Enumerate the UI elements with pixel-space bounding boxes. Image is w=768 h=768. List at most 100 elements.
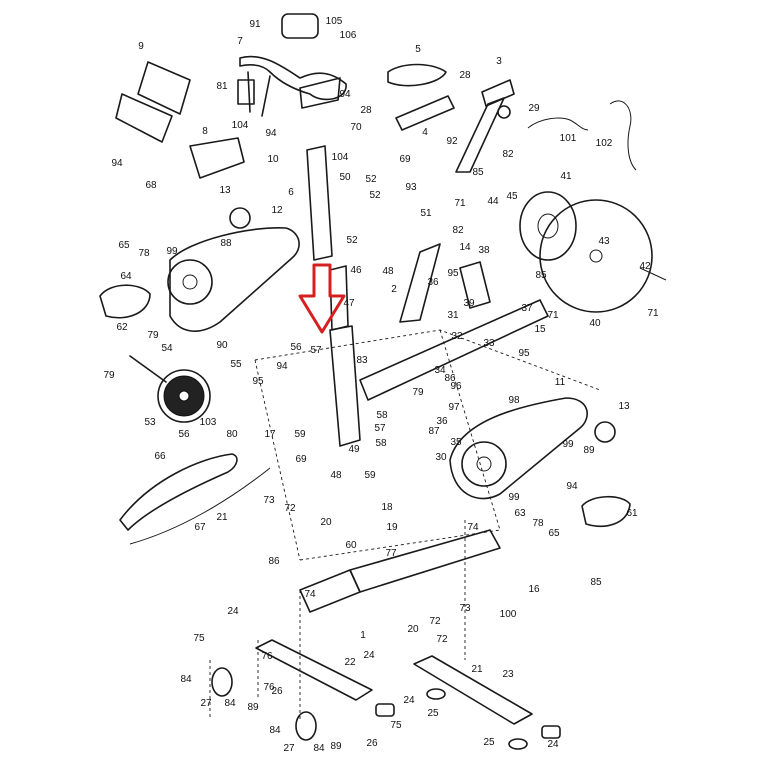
part-label-74: 74 [467, 522, 479, 533]
part-label-94: 94 [566, 481, 578, 492]
part-label-26: 26 [366, 738, 378, 749]
part-label-25: 25 [427, 708, 439, 719]
part-label-56: 56 [290, 342, 302, 353]
part-label-89: 89 [330, 741, 342, 752]
part-label-57: 57 [310, 345, 322, 356]
part-label-75: 75 [193, 633, 205, 644]
part-label-77: 77 [385, 548, 397, 559]
part-label-36: 36 [427, 277, 439, 288]
part-label-35: 35 [450, 437, 462, 448]
part-label-86: 86 [268, 556, 280, 567]
part-label-68: 68 [145, 180, 157, 191]
part-label-95: 95 [252, 376, 264, 387]
part-label-72: 72 [436, 634, 448, 645]
part-label-83: 83 [356, 355, 368, 366]
part-label-6: 6 [288, 187, 294, 198]
part-label-75: 75 [390, 720, 402, 731]
part-label-22: 22 [344, 657, 356, 668]
part-label-4: 4 [422, 127, 428, 138]
handlebar-assembly [237, 13, 347, 117]
cables [527, 100, 637, 171]
part-label-36: 36 [436, 416, 448, 427]
left-shroud [167, 207, 300, 332]
part-label-7: 7 [237, 36, 243, 47]
part-label-37: 37 [521, 303, 533, 314]
part-label-50: 50 [339, 172, 351, 183]
part-label-88: 88 [220, 238, 232, 249]
part-label-89: 89 [583, 445, 595, 456]
part-label-3: 3 [496, 56, 502, 67]
part-label-84: 84 [180, 674, 192, 685]
part-label-76: 76 [261, 651, 273, 662]
part-label-10: 10 [267, 154, 279, 165]
part-label-49: 49 [348, 444, 360, 455]
drive-pulley [129, 355, 211, 423]
part-label-78: 78 [532, 518, 544, 529]
part-label-42: 42 [639, 261, 651, 272]
part-label-80: 80 [226, 429, 238, 440]
part-label-78: 78 [138, 248, 150, 259]
part-label-20: 20 [407, 624, 419, 635]
part-label-27: 27 [283, 743, 295, 754]
part-label-48: 48 [330, 470, 342, 481]
part-label-95: 95 [447, 268, 459, 279]
right-shroud [449, 397, 616, 500]
part-label-58: 58 [376, 410, 388, 421]
part-label-40: 40 [589, 318, 601, 329]
part-label-39: 39 [463, 298, 475, 309]
part-label-52: 52 [365, 174, 377, 185]
part-label-90: 90 [216, 340, 228, 351]
part-label-16: 16 [528, 584, 540, 595]
part-label-29: 29 [528, 103, 540, 114]
part-label-52: 52 [346, 235, 358, 246]
part-label-99: 99 [166, 246, 178, 257]
part-label-18: 18 [381, 502, 393, 513]
part-label-13: 13 [618, 401, 630, 412]
part-label-97: 97 [448, 402, 460, 413]
part-label-106: 106 [340, 30, 357, 41]
part-label-74: 74 [304, 589, 316, 600]
part-label-91: 91 [249, 19, 261, 30]
part-label-5: 5 [415, 44, 421, 55]
part-label-73: 73 [459, 603, 471, 614]
part-label-85: 85 [472, 167, 484, 178]
part-label-34: 34 [434, 365, 446, 376]
part-label-73: 73 [263, 495, 275, 506]
part-label-8: 8 [202, 126, 208, 137]
part-label-86: 86 [444, 373, 456, 384]
part-label-64: 64 [120, 271, 132, 282]
part-label-21: 21 [471, 664, 483, 675]
part-label-94: 94 [339, 89, 351, 100]
part-label-56: 56 [178, 429, 190, 440]
part-label-20: 20 [320, 517, 332, 528]
feet [211, 667, 561, 750]
part-label-58: 58 [375, 438, 387, 449]
part-label-55: 55 [230, 359, 242, 370]
part-label-65: 65 [548, 528, 560, 539]
part-label-100: 100 [500, 609, 517, 620]
part-label-84: 84 [224, 698, 236, 709]
part-label-71: 71 [547, 310, 559, 321]
part-label-92: 92 [446, 136, 458, 147]
part-label-79: 79 [103, 370, 115, 381]
part-label-46: 46 [350, 265, 362, 276]
part-label-71: 71 [647, 308, 659, 319]
part-label-94: 94 [265, 128, 277, 139]
part-label-41: 41 [560, 171, 572, 182]
part-label-23: 23 [502, 669, 514, 680]
part-label-14: 14 [459, 242, 471, 253]
part-label-61: 61 [626, 508, 638, 519]
part-label-12: 12 [271, 205, 283, 216]
assembly-guide-lines [209, 329, 601, 720]
callout-arrow [298, 263, 346, 334]
main-frame [329, 243, 549, 447]
part-label-71: 71 [454, 198, 466, 209]
part-label-9: 9 [138, 41, 144, 52]
part-label-105: 105 [326, 16, 343, 27]
part-label-93: 93 [405, 182, 417, 193]
part-label-27: 27 [200, 698, 212, 709]
part-label-19: 19 [386, 522, 398, 533]
part-label-79: 79 [147, 330, 159, 341]
part-label-24: 24 [403, 695, 415, 706]
